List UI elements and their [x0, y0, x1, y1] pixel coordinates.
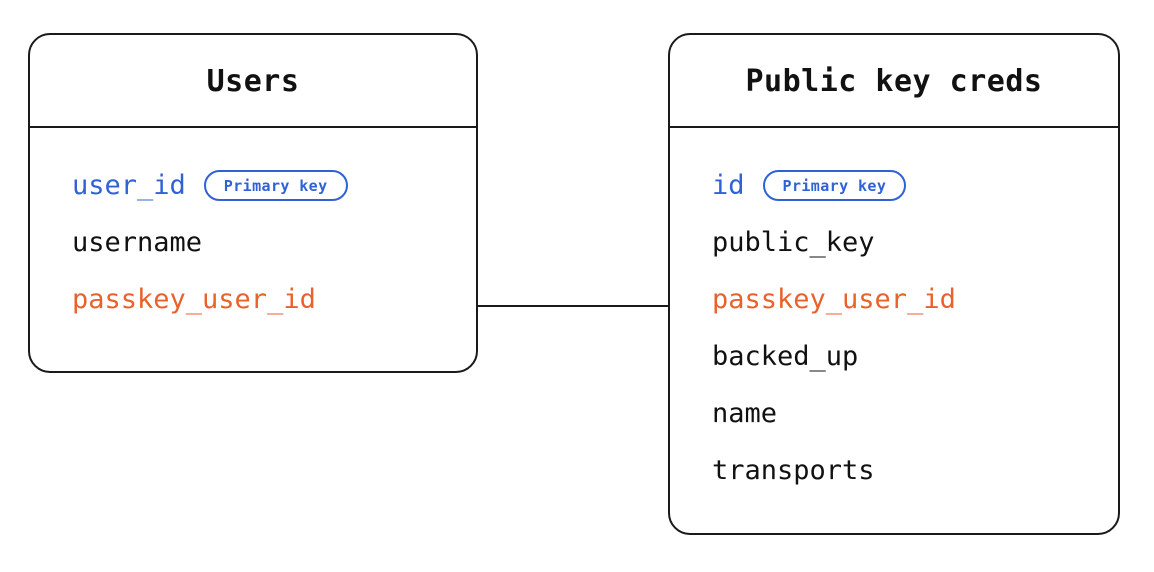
- field-name-transports: transports: [712, 455, 875, 486]
- field-name-id: id: [712, 170, 745, 201]
- field-name-passkey-user-id: passkey_user_id: [72, 284, 316, 315]
- field-name-user-id: user_id: [72, 170, 186, 201]
- field-row-username[interactable]: username: [72, 214, 456, 271]
- entity-public-key-creds-header: Public key creds: [670, 35, 1118, 128]
- relationship-connector-passkey-user-id: [478, 305, 668, 307]
- field-row-id[interactable]: id Primary key: [712, 157, 1098, 214]
- primary-key-badge: Primary key: [203, 170, 348, 201]
- field-row-user-id[interactable]: user_id Primary key: [72, 157, 456, 214]
- entity-users-field-list: user_id Primary key username passkey_use…: [30, 128, 476, 328]
- field-name-username: username: [72, 227, 203, 258]
- field-name-name: name: [712, 398, 778, 429]
- entity-users-header: Users: [30, 35, 476, 128]
- field-name-backed-up: backed_up: [712, 341, 859, 372]
- entity-public-key-creds-field-list: id Primary key public_key passkey_user_i…: [670, 128, 1118, 499]
- entity-users-title: Users: [206, 64, 300, 99]
- field-row-transports[interactable]: transports: [712, 442, 1098, 499]
- primary-key-badge: Primary key: [762, 170, 907, 201]
- entity-public-key-creds-divider: [670, 126, 1118, 128]
- field-name-passkey-user-id: passkey_user_id: [712, 284, 956, 315]
- field-row-passkey-user-id[interactable]: passkey_user_id: [72, 271, 456, 328]
- field-row-passkey-user-id[interactable]: passkey_user_id: [712, 271, 1098, 328]
- entity-users[interactable]: Users user_id Primary key username passk…: [28, 33, 478, 373]
- entity-public-key-creds[interactable]: Public key creds id Primary key public_k…: [668, 33, 1120, 535]
- field-name-public-key: public_key: [712, 227, 875, 258]
- field-row-name[interactable]: name: [712, 385, 1098, 442]
- entity-users-divider: [30, 126, 476, 128]
- entity-public-key-creds-title: Public key creds: [745, 64, 1043, 99]
- field-row-backed-up[interactable]: backed_up: [712, 328, 1098, 385]
- field-row-public-key[interactable]: public_key: [712, 214, 1098, 271]
